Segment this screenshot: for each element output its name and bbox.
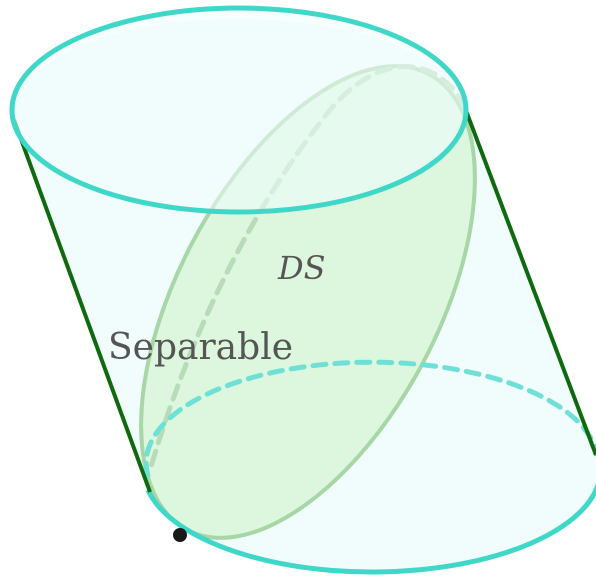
top-ellipse: [9, 5, 469, 215]
separable-label: Separable: [108, 327, 293, 368]
bottom-ellipse-front-edge: [145, 450, 596, 575]
boundary-point: [173, 528, 187, 542]
bottom-ellipse-hidden-edge: [143, 359, 596, 479]
left-side-line: [12, 119, 152, 493]
right-side-line: [463, 107, 596, 456]
ds-label: DS: [277, 249, 326, 287]
